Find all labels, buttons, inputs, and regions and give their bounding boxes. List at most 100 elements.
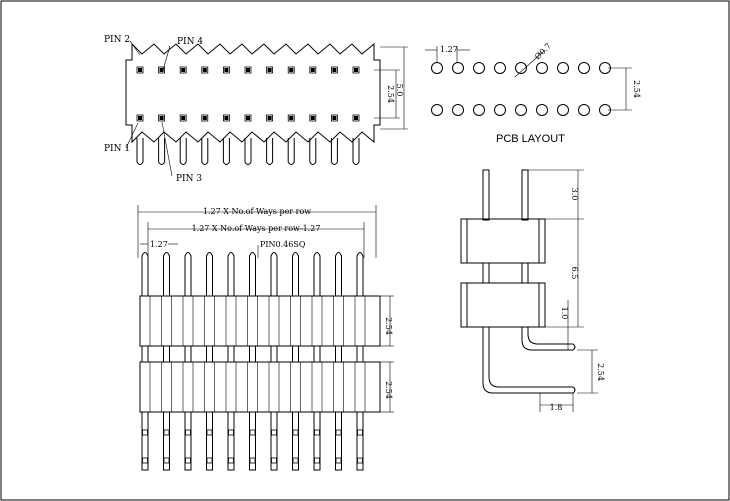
top-pin-tail <box>201 138 209 165</box>
front-pin-mark <box>142 457 148 464</box>
top-pin-dot <box>159 68 164 72</box>
side-tail-inner <box>521 327 576 351</box>
pcb-layout <box>425 46 632 116</box>
front-pin-mark <box>249 457 256 464</box>
pcb-hole <box>431 104 443 116</box>
dim-body-upper: 2.54 <box>384 317 393 335</box>
top-view-pin-tails <box>136 138 360 165</box>
front-body-divisions <box>139 296 366 412</box>
top-pin-square <box>309 114 317 122</box>
front-pin-tail <box>206 412 213 471</box>
dim-side-top: 3.0 <box>570 188 579 201</box>
top-pin-square <box>179 114 187 122</box>
front-pin-mark <box>185 429 191 436</box>
front-pin-mark <box>335 429 342 436</box>
top-pin-tail <box>352 138 360 165</box>
top-pin-dot <box>354 116 358 120</box>
top-pin-tail <box>287 138 295 165</box>
top-pin-square <box>244 66 252 74</box>
top-pin-dot <box>159 116 164 120</box>
front-pin-tail <box>163 412 170 471</box>
top-pin-dot <box>267 68 272 72</box>
front-pin-mark <box>228 457 234 464</box>
top-pin-tail <box>222 138 230 165</box>
front-pin-mark <box>314 429 320 436</box>
pin1-label: PIN 1 <box>104 144 130 154</box>
dim-side-row: 2.54 <box>596 363 605 381</box>
front-view <box>137 205 394 471</box>
pcb-hole <box>536 62 548 74</box>
front-pin-mark <box>335 457 342 464</box>
pcb-hole <box>473 104 485 116</box>
front-pin-top <box>335 252 342 296</box>
top-pin-square <box>330 66 338 74</box>
side-body-upper <box>460 218 546 264</box>
front-pin-top <box>249 252 256 296</box>
top-pin-dot <box>246 68 250 72</box>
pcb-hole <box>473 62 485 74</box>
top-pin-dot <box>246 116 250 120</box>
pcb-hole-grid <box>431 62 611 116</box>
top-pin-square <box>222 66 230 74</box>
front-pin-top <box>356 252 364 296</box>
top-view-pin-grid <box>136 66 360 122</box>
top-pin-square <box>136 114 144 122</box>
dim-pcb-pitch: 1.27 <box>440 45 458 54</box>
top-pin-square <box>158 114 166 122</box>
pcb-hole <box>431 62 443 74</box>
top-pin-dot <box>332 68 337 72</box>
top-pin-dot <box>138 116 142 120</box>
side-tail-outer <box>482 327 576 394</box>
top-pin-dot <box>354 68 358 72</box>
top-view-housing-outline <box>125 42 381 144</box>
top-pin-tail <box>330 138 338 165</box>
front-pin-mark <box>292 457 299 464</box>
top-pin-tail <box>244 138 252 165</box>
top-view <box>125 40 408 177</box>
top-pin-dot <box>224 68 229 72</box>
front-pin-top <box>184 252 192 296</box>
top-pin-dot <box>267 116 272 120</box>
front-pin-tail <box>141 412 149 471</box>
front-pin-mark <box>206 429 213 436</box>
top-pin-tail <box>179 138 187 165</box>
pcb-hole <box>494 104 506 116</box>
top-pin-dot <box>289 116 294 120</box>
side-pin-left-top <box>482 169 490 221</box>
front-pin-mark <box>249 429 256 436</box>
top-pin-square <box>287 66 295 74</box>
top-pin-square <box>309 66 317 74</box>
front-pin-top <box>163 252 170 296</box>
front-pin-top <box>270 252 278 296</box>
top-pin-square <box>201 66 209 74</box>
front-pin-tail <box>292 412 299 471</box>
pcb-hole <box>557 62 569 74</box>
front-pin-mark <box>357 457 363 464</box>
top-pin-dot <box>310 116 315 120</box>
dim-side-mid: 6.5 <box>570 267 579 280</box>
pcb-hole <box>515 104 527 116</box>
top-pin-dot <box>181 116 186 120</box>
dim-front-pitch: 1.27 <box>150 240 168 249</box>
top-pin-dot <box>202 68 207 72</box>
front-pin-top <box>206 252 213 296</box>
dim-pin-size: PIN0.46SQ <box>260 240 306 249</box>
front-pin-mark <box>228 429 234 436</box>
front-pin-mark <box>314 457 320 464</box>
top-pin-dot <box>332 116 337 120</box>
pcb-hole <box>515 62 527 74</box>
front-pin-top <box>292 252 299 296</box>
pin4-label: PIN 4 <box>177 37 203 47</box>
side-body-lower <box>460 282 546 328</box>
top-pin-dot <box>181 68 186 72</box>
front-pin-mark <box>271 457 277 464</box>
top-pin-square <box>352 114 360 122</box>
pin2-label: PIN 2 <box>104 35 130 45</box>
dim-body-lower: 2.54 <box>384 381 393 399</box>
pcb-hole <box>452 62 464 74</box>
side-pin-right-top <box>521 169 529 221</box>
front-pin-tail <box>313 412 321 471</box>
top-pin-tail <box>136 138 144 165</box>
